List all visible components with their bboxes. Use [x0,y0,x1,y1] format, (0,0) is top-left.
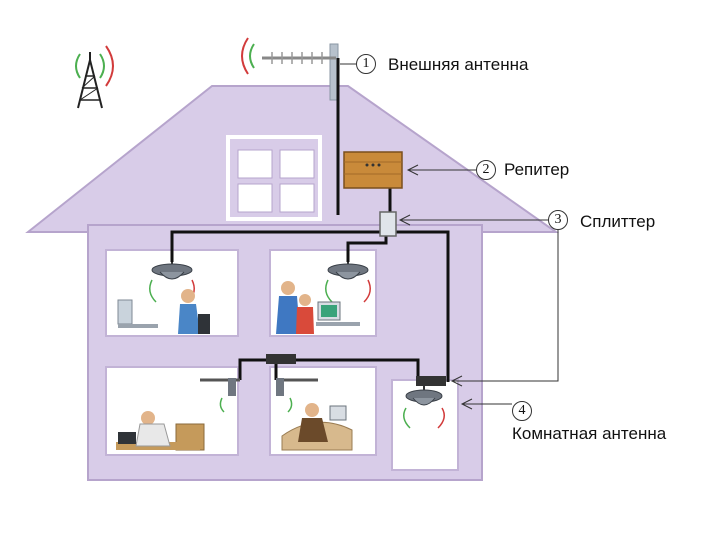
person-on-phone-icon [117,289,210,334]
connector-hall [416,376,446,386]
wall-antenna-icon [200,378,240,413]
cell-tower-icon [75,45,114,109]
callout-number-2: 2 [476,160,496,180]
ceiling-antenna-icon [325,262,371,303]
people-at-computer-icon [276,281,360,334]
repeater-box-icon [343,151,403,189]
wall-antenna-icon [276,378,318,413]
callout-label-repeater: Репитер [504,160,570,179]
cables [170,58,450,382]
callout-label-outdoor-antenna: Внешняя антенна [388,55,529,74]
callout-number-1: 1 [356,54,376,74]
splitter-icon [379,211,397,237]
callout-leaders [340,63,559,410]
callout-number-3: 3 [548,210,568,230]
callout-number-4: 4 [512,401,532,421]
person-with-laptop-icon [116,411,205,451]
callout-label-indoor-antenna: Комнатная антенна [512,424,667,443]
yagi-antenna-icon [241,37,339,101]
connector-bottom-splitter [266,354,296,364]
person-in-armchair-icon [281,403,353,451]
callout-label-splitter: Сплиттер [580,212,656,231]
ceiling-antenna-icon [403,386,445,429]
